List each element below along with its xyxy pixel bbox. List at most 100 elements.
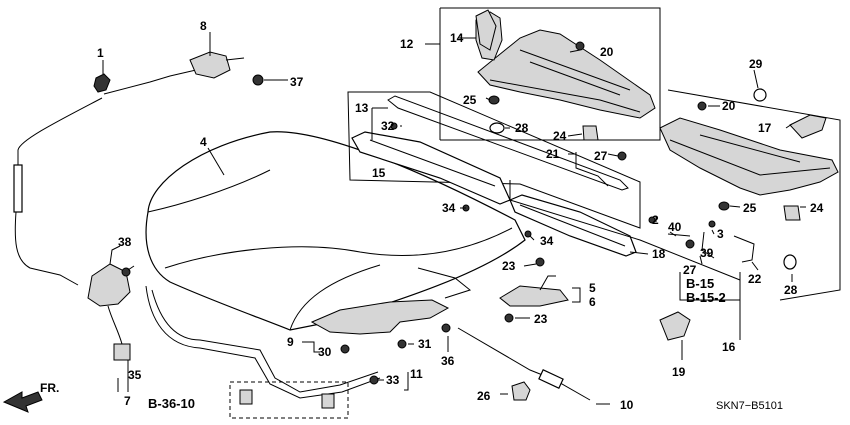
clip-33 (369, 375, 379, 385)
ref-b-15-2: B-15-2 (686, 290, 726, 305)
label-29: 29 (749, 57, 763, 71)
hood-rear-seal-strip (417, 267, 472, 299)
seal-28a (489, 122, 505, 134)
label-27b: 27 (683, 263, 697, 277)
screw-32 (390, 122, 398, 130)
label-20a: 20 (600, 45, 614, 59)
label-2: 2 (652, 213, 659, 227)
screw-34b (524, 230, 532, 238)
label-25b: 25 (743, 201, 757, 215)
box-12 (440, 7, 661, 141)
fastener-group (121, 9, 801, 385)
label-26: 26 (477, 389, 491, 403)
hood-inner-bracket (310, 299, 450, 335)
label-24a: 24 (553, 129, 567, 143)
label-16: 16 (722, 340, 736, 354)
label-3: 3 (717, 227, 724, 241)
callout-labels: 1 2 3 4 5 6 7 8 10 11 12 13 14 15 16 17 … (97, 19, 824, 412)
label-23b: 23 (534, 312, 548, 326)
latch-switch-35 (113, 343, 131, 361)
label-8: 8 (200, 19, 207, 33)
label-6: 6 (589, 295, 596, 309)
label-37: 37 (290, 75, 304, 89)
drain-tube-40 (667, 233, 691, 237)
label-17: 17 (758, 121, 772, 135)
clip-20a (575, 41, 585, 51)
cable-sleeve (13, 164, 23, 213)
label-38: 38 (118, 235, 132, 249)
joint-3 (708, 220, 716, 228)
label-20b: 20 (722, 99, 736, 113)
clip-27b (685, 239, 695, 249)
drain-hose-39 (701, 231, 715, 259)
hood-latch (87, 245, 131, 307)
hood-seal (145, 285, 381, 399)
label-28b: 28 (784, 283, 798, 297)
hood-hinge (499, 275, 569, 307)
box-16-right (667, 89, 841, 301)
b-36-10-parts (239, 389, 335, 409)
label-33: 33 (386, 373, 400, 387)
plug-24a (582, 125, 599, 141)
hood-seal-rail-18 (509, 194, 637, 257)
label-14: 14 (450, 31, 464, 45)
label-18: 18 (652, 247, 666, 261)
leader-lines (102, 32, 806, 405)
hood-rear-seal-rail (387, 95, 629, 191)
box-16-left (509, 180, 741, 281)
label-5: 5 (589, 281, 596, 295)
support-rod (457, 327, 591, 401)
label-32: 32 (381, 119, 395, 133)
nut-30 (340, 344, 350, 354)
label-36: 36 (441, 354, 455, 368)
seal-28b (783, 254, 797, 270)
label-34a: 34 (442, 201, 456, 215)
hood-release-cable (13, 69, 197, 286)
drain-hose-22 (733, 235, 755, 263)
cowl-top-lower (659, 117, 839, 196)
bolt-23a (535, 257, 545, 267)
stay-clip-19 (659, 311, 691, 341)
plug-24b (783, 205, 801, 221)
release-handle-8 (189, 51, 245, 79)
clip-36 (441, 323, 451, 333)
label-25a: 25 (463, 93, 477, 107)
clip-20b (697, 101, 707, 111)
label-21: 21 (546, 147, 560, 161)
label-27a: 27 (594, 149, 608, 163)
label-9: 9 (287, 335, 294, 349)
clip-25a (488, 95, 500, 105)
label-34b: 34 (540, 234, 554, 248)
drain-hose-21 (575, 152, 609, 187)
label-30: 30 (318, 345, 332, 359)
diagram-code: SKN7−B5101 (716, 400, 783, 412)
label-15: 15 (372, 166, 386, 180)
label-40: 40 (668, 220, 682, 234)
label-39: 39 (700, 246, 714, 260)
label-23a: 23 (502, 259, 516, 273)
bracket-b-15 (679, 272, 741, 301)
cowl-bracket-17 (789, 114, 827, 139)
label-22: 22 (748, 272, 762, 286)
clip-31 (397, 339, 407, 349)
label-19: 19 (672, 365, 686, 379)
front-arrow-icon (2, 391, 43, 413)
bolt-37 (252, 74, 264, 86)
ref-b-15: B-15 (686, 276, 714, 291)
front-direction-label: FR. (40, 381, 59, 395)
hood-panel (145, 131, 526, 331)
bolt-23b (504, 313, 514, 323)
ref-box-b-36-10 (229, 381, 349, 419)
clip-29 (753, 88, 767, 102)
joint-2 (648, 216, 656, 224)
clip-25b (718, 201, 730, 211)
label-24b: 24 (810, 201, 824, 215)
cap-14 (475, 9, 497, 51)
box-13 (347, 91, 641, 229)
label-31: 31 (418, 337, 432, 351)
label-10: 10 (620, 398, 634, 412)
label-35: 35 (128, 368, 142, 382)
cable-clip-1 (93, 73, 111, 93)
